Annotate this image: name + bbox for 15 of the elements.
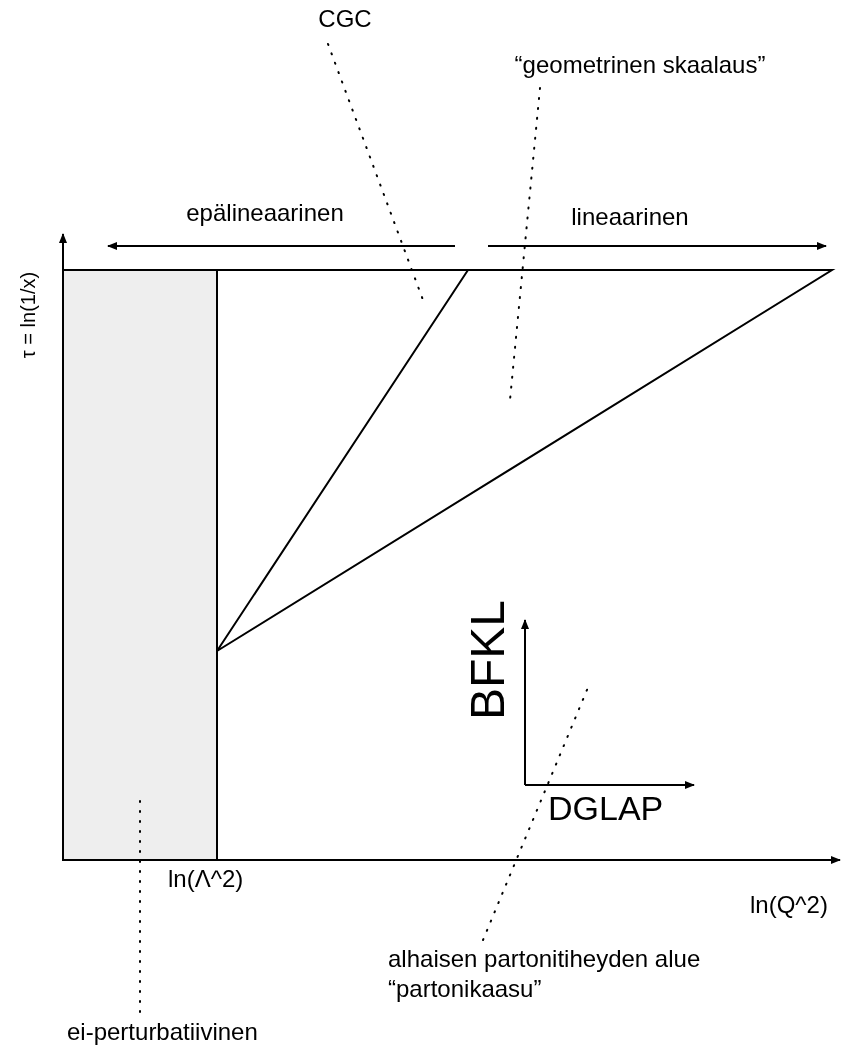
leader-line bbox=[139, 799, 141, 1013]
axis-label: BFKL bbox=[461, 600, 515, 720]
axis-label: ln(Λ^2) bbox=[168, 866, 244, 893]
region-label: epälineaarinen bbox=[186, 200, 344, 227]
axis-label: τ = ln(1/x) bbox=[17, 271, 39, 359]
region-label: lineaarinen bbox=[571, 204, 689, 231]
axis-label: DGLAP bbox=[548, 790, 664, 828]
leader-line bbox=[327, 43, 424, 301]
region-label: alhaisen partonitiheyden alue “partonikaasu” bbox=[388, 944, 701, 1004]
region-label: CGC bbox=[318, 4, 372, 34]
region-label: “geometrinen skaalaus” bbox=[514, 50, 766, 80]
region-label: ei-perturbatiivinen bbox=[67, 1017, 258, 1047]
axis-label: ln(Q^2) bbox=[750, 892, 828, 919]
shaded-region bbox=[62, 269, 218, 861]
leader-line bbox=[509, 87, 541, 401]
